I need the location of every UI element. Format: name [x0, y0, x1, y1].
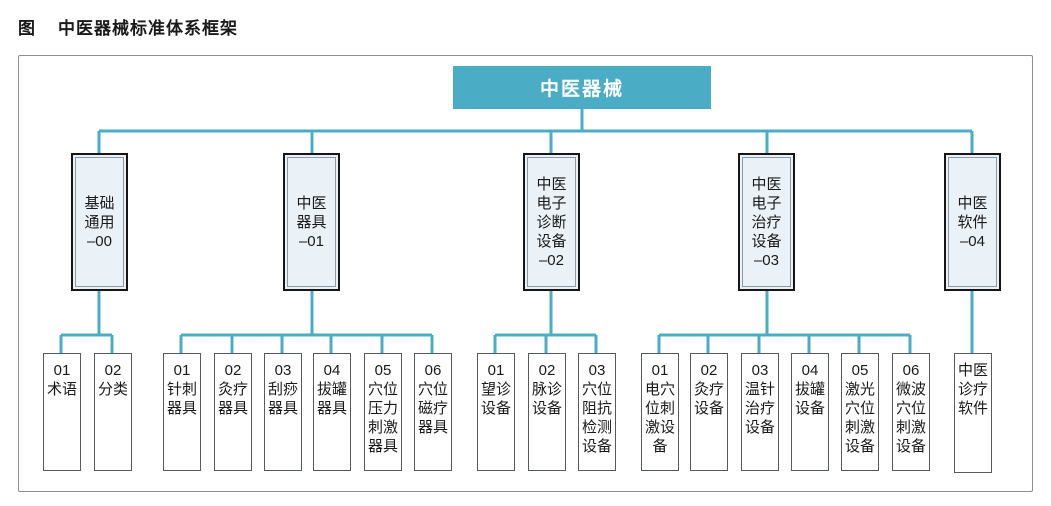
- leaf-node-cupping-instruments: 04 拔罐器具: [313, 353, 351, 471]
- leaf-label: 05 穴位压力刺激器具: [367, 362, 398, 455]
- branch-inner-frame: 基础 通用 –00: [75, 157, 124, 287]
- leaf-node-acupuncture-instruments: 01 针刺器具: [163, 353, 201, 471]
- leaf-node-microwave-acupoint-equipment: 06 微波穴位刺激设备: [892, 353, 930, 471]
- branch-label: 中医 器具 –01: [296, 194, 327, 250]
- leaf-label: 03 穴位阻抗检测设备: [581, 362, 612, 455]
- branch-inner-frame: 中医 电子 治疗 设备 –03: [742, 157, 791, 287]
- leaf-node-laser-acupoint-equipment: 05 激光穴位刺激设备: [841, 353, 879, 471]
- leaf-node-terminology: 01 术语: [43, 353, 81, 471]
- leaf-label: 06 微波穴位刺激设备: [895, 362, 926, 455]
- branch-label: 中医 电子 治疗 设备 –03: [751, 175, 782, 269]
- branch-node-electronic-diagnosis: 中医 电子 诊断 设备 –02: [523, 153, 580, 291]
- leaf-label: 06 穴位磁疗器具: [417, 362, 448, 436]
- branch-label: 基础 通用 –00: [84, 194, 115, 250]
- branch-node-tcm-instruments: 中医 器具 –01: [283, 153, 340, 291]
- leaf-label: 01 术语: [46, 362, 77, 398]
- leaf-label: 中医 诊疗 软件: [957, 362, 988, 417]
- branch-inner-frame: 中医 电子 诊断 设备 –02: [527, 157, 576, 287]
- leaf-node-moxibustion-instruments: 02 灸疗器具: [214, 353, 252, 471]
- leaf-label: 01 望诊设备: [480, 362, 511, 417]
- branch-inner-frame: 中医 软件 –04: [948, 157, 997, 287]
- diagram-canvas: 中医器械 基础 通用 –00 中医 器具 –01 中医 电子 诊断 设备 –02…: [18, 55, 1033, 492]
- leaf-node-electro-acupoint-equipment: 01 电穴位刺激设备: [641, 353, 679, 471]
- leaf-node-moxibustion-equipment: 02 灸疗设备: [690, 353, 728, 471]
- branch-node-basic-general: 基础 通用 –00: [71, 153, 128, 291]
- page-title: 中医器械标准体系框架: [58, 19, 238, 38]
- branch-label: 中医 软件 –04: [957, 194, 988, 250]
- figure-label: 图: [18, 19, 36, 38]
- leaf-label: 03 温针治疗设备: [744, 362, 775, 436]
- leaf-label: 05 激光穴位刺激设备: [844, 362, 875, 455]
- root-node-label: 中医器械: [539, 79, 624, 100]
- leaf-label: 01 针刺器具: [166, 362, 197, 417]
- leaf-label: 02 灸疗设备: [693, 362, 724, 417]
- diagram-title: 图 中医器械标准体系框架: [18, 14, 238, 39]
- leaf-node-classification: 02 分类: [94, 353, 132, 471]
- leaf-node-cupping-equipment: 04 拔罐设备: [791, 353, 829, 471]
- leaf-node-acupoint-impedance-equipment: 03 穴位阻抗检测设备: [578, 353, 616, 471]
- leaf-node-acupoint-magnetic-instruments: 06 穴位磁疗器具: [414, 353, 452, 471]
- leaf-label: 04 拔罐器具: [316, 362, 347, 417]
- leaf-label: 04 拔罐设备: [794, 362, 825, 417]
- branch-inner-frame: 中医 器具 –01: [287, 157, 336, 287]
- branch-node-electronic-treatment: 中医 电子 治疗 设备 –03: [738, 153, 795, 291]
- leaf-label: 02 脉诊设备: [531, 362, 562, 417]
- leaf-node-pulse-diagnosis-equipment: 02 脉诊设备: [528, 353, 566, 471]
- branch-label: 中医 电子 诊断 设备 –02: [536, 175, 567, 269]
- leaf-node-warm-needle-equipment: 03 温针治疗设备: [741, 353, 779, 471]
- branch-node-tcm-software: 中医 软件 –04: [944, 153, 1001, 291]
- leaf-node-tcm-diagnosis-software: 中医 诊疗 软件: [954, 353, 992, 473]
- root-node: 中医器械: [453, 66, 711, 109]
- leaf-node-guasha-instruments: 03 刮痧器具: [264, 353, 302, 471]
- leaf-label: 01 电穴位刺激设备: [644, 362, 675, 455]
- leaf-node-acupoint-pressure-instruments: 05 穴位压力刺激器具: [364, 353, 402, 471]
- leaf-label: 02 分类: [97, 362, 128, 398]
- leaf-node-inspection-equipment: 01 望诊设备: [477, 353, 515, 471]
- leaf-label: 03 刮痧器具: [267, 362, 298, 417]
- leaf-label: 02 灸疗器具: [217, 362, 248, 417]
